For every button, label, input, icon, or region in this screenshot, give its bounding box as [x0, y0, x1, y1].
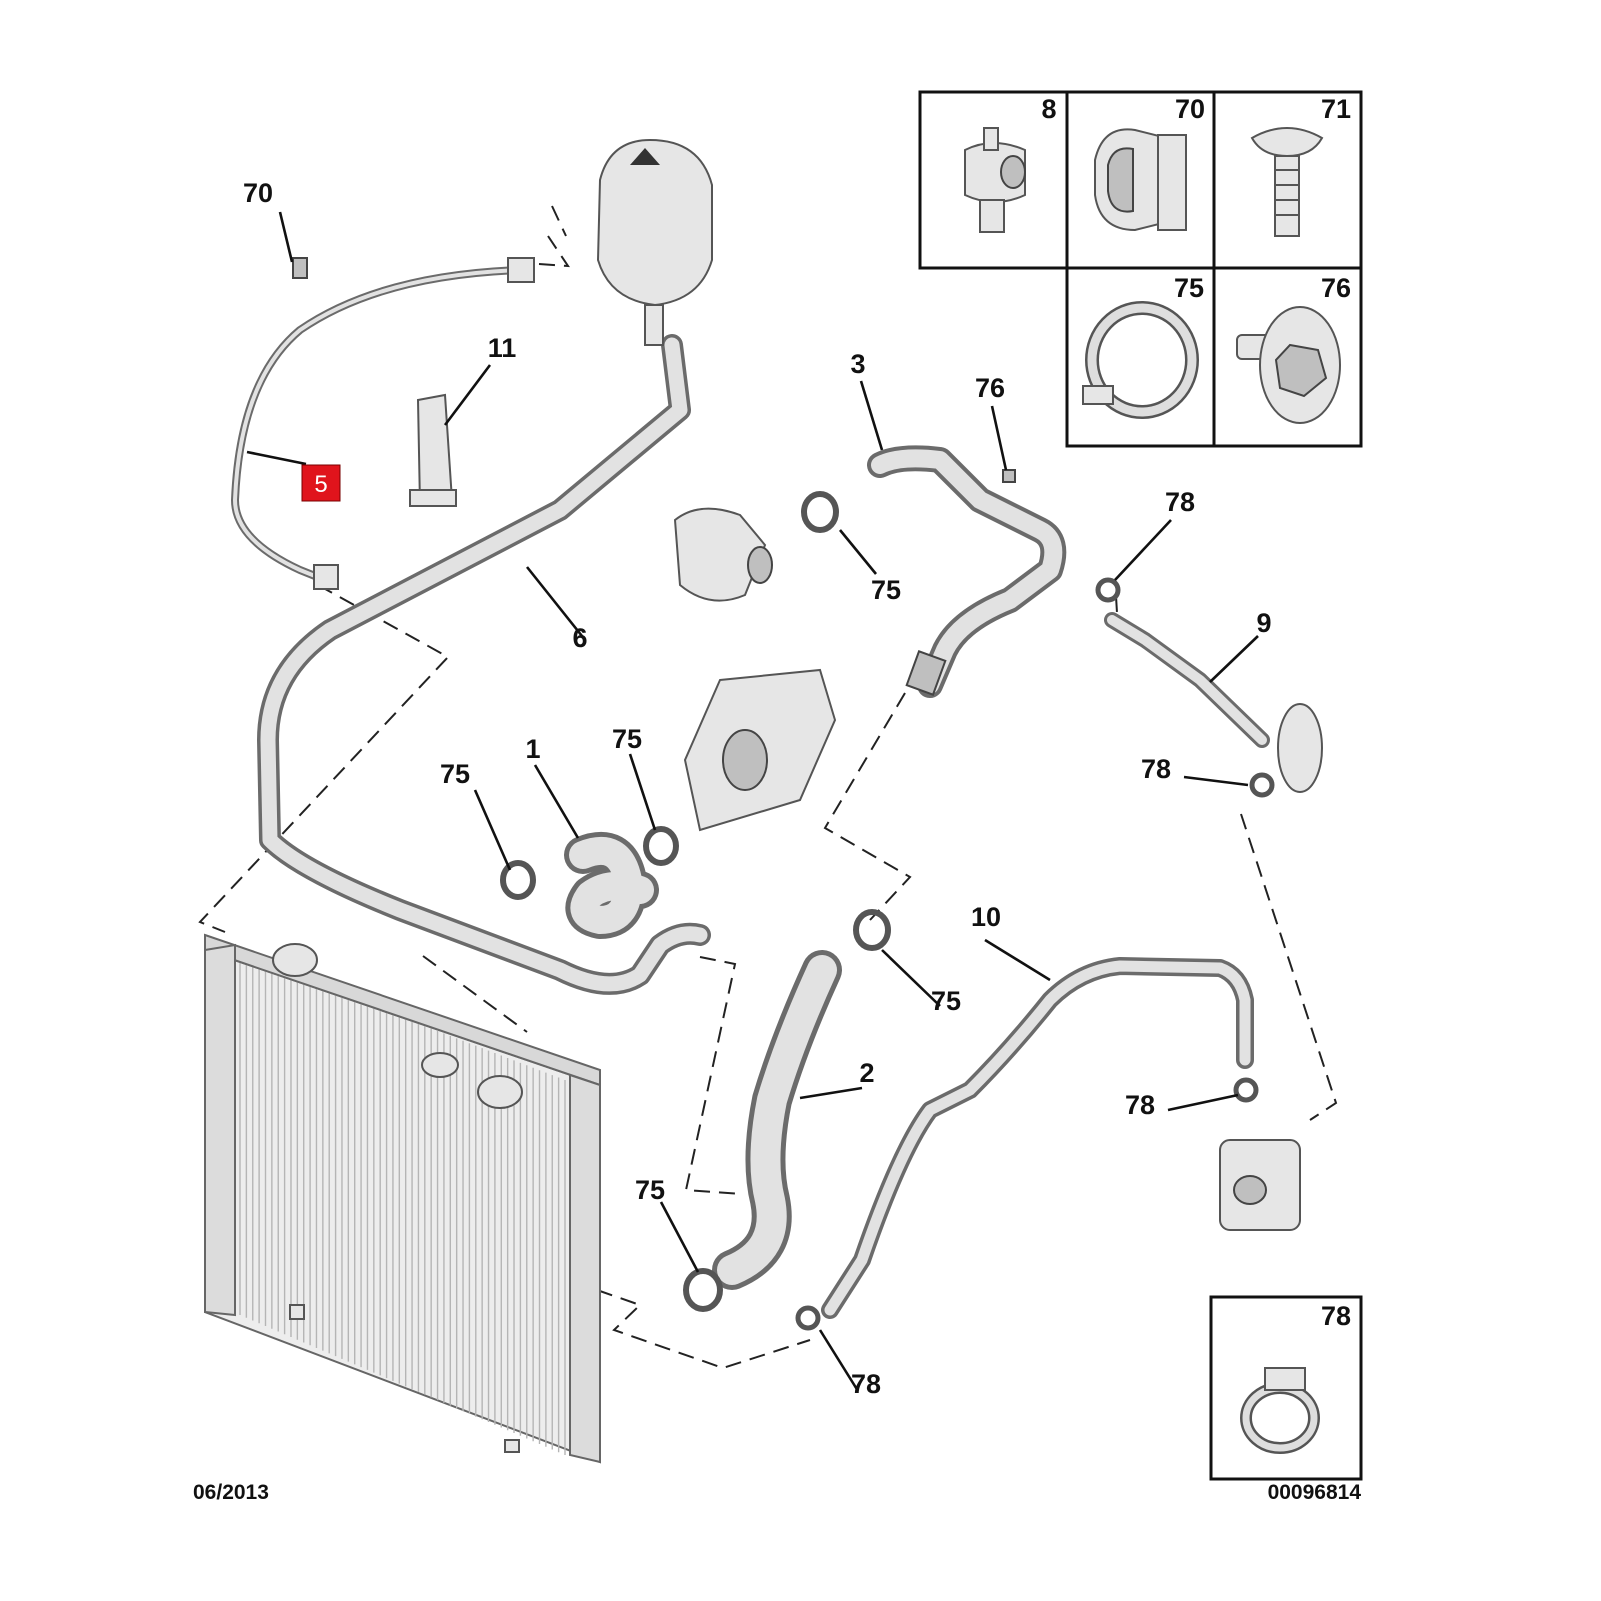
footer-reference-number: 00096814 [1268, 1481, 1362, 1504]
inset-71-push-rivet-illustration [1250, 127, 1324, 237]
hose-10 [821, 957, 1254, 1319]
inset-76-bolt-illustration [1236, 306, 1341, 424]
hose-3-pipe [867, 445, 1067, 698]
part-label-6: 6 [572, 623, 587, 653]
highlight-label-text: 5 [314, 471, 327, 498]
radiator [204, 933, 601, 1464]
part-label-10: 10 [971, 902, 1001, 932]
part-label-76: 76 [975, 373, 1005, 403]
inset-label-76: 76 [1321, 273, 1351, 303]
hose-9 [1104, 612, 1323, 793]
inset-70-clip-illustration [1094, 128, 1187, 232]
part-label-78-c: 78 [1125, 1090, 1155, 1120]
inset-label-75: 75 [1174, 273, 1204, 303]
part-label-9: 9 [1256, 608, 1271, 638]
inset-label-8: 8 [1041, 94, 1056, 124]
part-label-75-a: 75 [871, 575, 901, 605]
clamp-rings [292, 257, 1275, 1331]
assembly-dashed-lines [198, 205, 1338, 1370]
hose-1 [564, 832, 659, 939]
hose-6 [257, 334, 711, 995]
highlight-label-5[interactable]: 5 [301, 464, 341, 502]
part-label-75-b: 75 [612, 724, 642, 754]
inset-75-hose-clamp-illustration [1082, 301, 1199, 419]
part-label-1: 1 [525, 734, 540, 764]
part-labels: 70 11 3 76 78 75 6 9 1 75 75 78 10 75 2 … [243, 178, 1272, 1399]
part-label-70: 70 [243, 178, 273, 208]
hose-2 [712, 950, 842, 1290]
leader-lines [246, 211, 1259, 1392]
thermostat-housing [683, 668, 837, 832]
part-label-3: 3 [850, 349, 865, 379]
water-outlet [673, 507, 773, 602]
part-label-78-b: 78 [1141, 754, 1171, 784]
inset-labels: 8 70 71 75 76 78 [1041, 94, 1351, 1331]
inset-label-71: 71 [1321, 94, 1351, 124]
part-label-78-d: 78 [851, 1369, 881, 1399]
part-label-11: 11 [488, 333, 517, 363]
highlight-box [301, 464, 341, 502]
oil-cooler [1219, 1139, 1301, 1231]
part-label-75-c: 75 [440, 759, 470, 789]
expansion-tank [596, 138, 713, 346]
part-label-75-e: 75 [635, 1175, 665, 1205]
footer-date: 06/2013 [193, 1481, 269, 1504]
part-label-78-a: 78 [1165, 487, 1195, 517]
inset-label-70: 70 [1175, 94, 1205, 124]
part-label-2: 2 [859, 1058, 874, 1088]
inset-label-78: 78 [1321, 1301, 1351, 1331]
bracket-11 [409, 393, 457, 507]
hose-5-highlighted [231, 257, 535, 590]
inset-8-clip-illustration [964, 127, 1026, 233]
part-label-75-d: 75 [931, 986, 961, 1016]
inset-78-box [1209, 1295, 1363, 1481]
